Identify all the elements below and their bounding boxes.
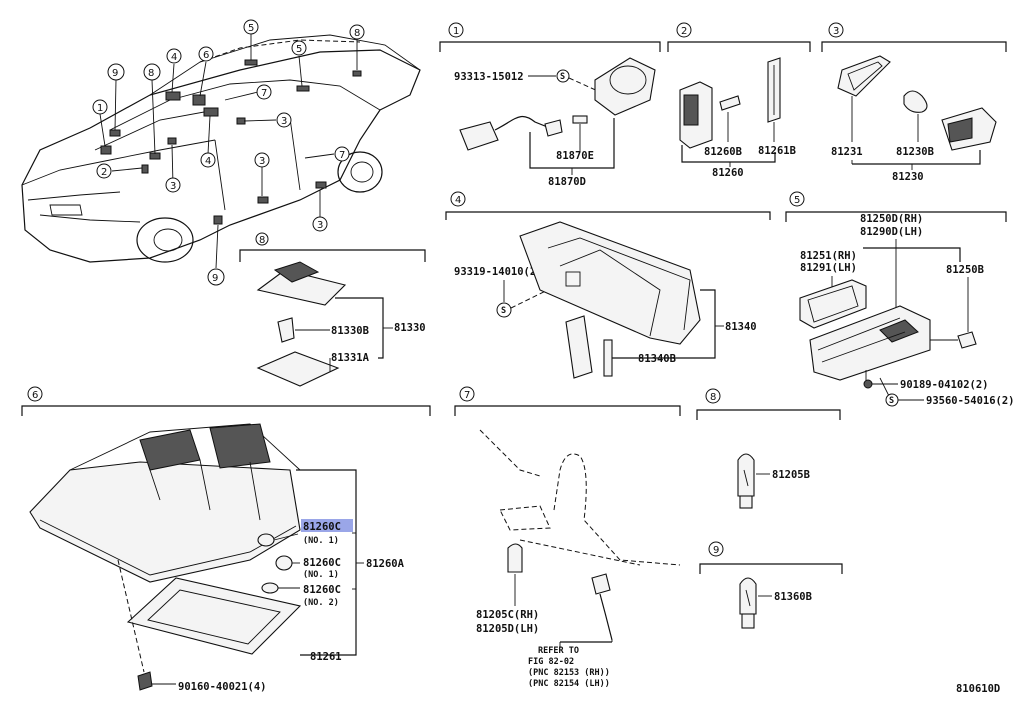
part-81260c-highlighted[interactable]: 81260C <box>303 521 341 533</box>
callout-9: 9 <box>112 68 118 79</box>
section-6-number: 6 <box>32 390 38 401</box>
section-3-number: 3 <box>833 26 839 37</box>
callout-5: 5 <box>248 23 254 34</box>
callout-2: 2 <box>101 167 107 178</box>
part-81250d: 81250D(RH) <box>860 213 923 225</box>
part-81231: 81231 <box>831 146 863 158</box>
section-4-number: 4 <box>455 195 461 206</box>
part-90189-04102: 90189-04102(2) <box>900 379 989 391</box>
callout-4b: 4 <box>205 156 211 167</box>
part-81260b: 81260B <box>704 146 742 158</box>
callout-3: 3 <box>170 181 176 192</box>
part-81260c-c: 81260C <box>303 584 341 596</box>
s-mark-4: S <box>501 306 506 316</box>
car-callouts: 1 9 8 4 6 5 5 8 2 3 4 7 3 3 7 3 9 <box>92 19 365 286</box>
section-8-top: 8 81330B 81330 81331A <box>239 232 426 387</box>
part-93560-54016: 93560-54016(2) <box>926 395 1015 407</box>
part-81260c-no2: (NO. 2) <box>303 598 339 608</box>
section-9-right: 9 81360B <box>699 541 843 629</box>
figure-code: 810610D <box>956 683 1000 695</box>
part-81261: 81261 <box>310 651 342 663</box>
section-8-right: 8 81205B <box>696 388 841 509</box>
callout-8: 8 <box>148 68 154 79</box>
callout-1: 1 <box>97 103 103 114</box>
part-81205c: 81205C(RH) <box>476 609 539 621</box>
section-7: 7 81205C(RH) 81205D(LH) REFER TO FIG 82-… <box>454 386 681 689</box>
part-90160-40021: 90160-40021(4) <box>178 681 267 693</box>
refer-fig-label: FIG 82-02 <box>528 657 574 667</box>
part-93313-15012: 93313-15012 <box>454 71 524 83</box>
callout-7: 7 <box>261 88 267 99</box>
part-81205b: 81205B <box>772 469 810 481</box>
part-81331a: 81331A <box>331 352 370 364</box>
section-3: 3 81231 81230B 81230 <box>821 22 1007 183</box>
part-93319-14010: 93319-14010(2) <box>454 266 543 278</box>
s-mark-1: S <box>560 72 565 82</box>
pnc-lh-label: (PNC 82154 (LH)) <box>528 679 610 689</box>
callout-6: 6 <box>203 50 209 61</box>
callout-9b: 9 <box>212 273 218 284</box>
section-7-number: 7 <box>464 390 470 401</box>
part-81340b: 81340B <box>638 353 676 365</box>
part-81230: 81230 <box>892 171 924 183</box>
callout-7b: 7 <box>339 150 345 161</box>
car-overview: 1 9 8 4 6 5 5 8 2 3 4 7 3 3 7 3 9 <box>21 19 421 286</box>
section-2-number: 2 <box>681 26 687 37</box>
section-8-top-number: 8 <box>259 235 265 246</box>
part-81330: 81330 <box>394 322 426 334</box>
part-81261b: 81261B <box>758 145 796 157</box>
callout-3c: 3 <box>259 156 265 167</box>
section-6: 6 81260C (NO. 1) 81260C (NO. 1) 81260C (… <box>21 386 431 693</box>
section-5: 5 81250D(RH) 81290D(LH) 81251(RH) 81291(… <box>785 191 1015 407</box>
section-1: 1 93313-15012 S 81870E 81870D <box>439 22 661 188</box>
section-9-number: 9 <box>713 545 719 556</box>
section-2: 2 81260B 81261B 81260 <box>667 22 811 179</box>
part-81260c-no1-b: (NO. 1) <box>303 570 339 580</box>
section-4: 4 93319-14010(2) S 81340 81340B <box>445 191 771 379</box>
section-5-number: 5 <box>794 195 800 206</box>
part-81870d: 81870D <box>548 176 586 188</box>
callout-8b: 8 <box>354 28 360 39</box>
s-mark-5: S <box>889 396 894 406</box>
part-81340: 81340 <box>725 321 757 333</box>
part-81205d: 81205D(LH) <box>476 623 539 635</box>
callout-4: 4 <box>171 52 177 63</box>
part-81291: 81291(LH) <box>800 262 857 274</box>
part-81290d: 81290D(LH) <box>860 226 923 238</box>
part-81260: 81260 <box>712 167 744 179</box>
pnc-rh-label: (PNC 82153 (RH)) <box>528 668 610 678</box>
part-81330b: 81330B <box>331 325 369 337</box>
callout-5b: 5 <box>296 44 302 55</box>
part-81250b: 81250B <box>946 264 984 276</box>
part-81251: 81251(RH) <box>800 250 857 262</box>
part-81260c-b: 81260C <box>303 557 341 569</box>
refer-to-label: REFER TO <box>538 646 579 656</box>
part-81260a: 81260A <box>366 558 405 570</box>
part-81870e: 81870E <box>556 150 594 162</box>
callout-3d: 3 <box>317 220 323 231</box>
part-81360b: 81360B <box>774 591 812 603</box>
part-81230b: 81230B <box>896 146 934 158</box>
part-81260c-no1-a: (NO. 1) <box>303 536 339 546</box>
section-8-number: 8 <box>710 392 716 403</box>
section-1-number: 1 <box>453 26 459 37</box>
highlighted-part <box>301 519 353 532</box>
callout-3b: 3 <box>281 116 287 127</box>
